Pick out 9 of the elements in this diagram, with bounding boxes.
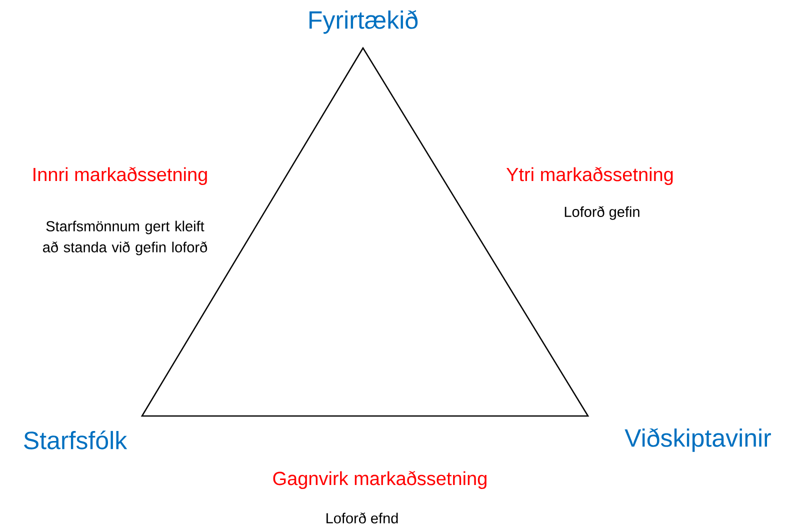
- corner-label: Starfsfólk: [24, 430, 128, 450]
- section-heading: Gagnvirk markaðssetning: [273, 471, 486, 489]
- section-heading: Ytri markaðssetning: [506, 167, 673, 185]
- corner-label: Fyrirtækið: [310, 10, 418, 34]
- note-text: Loforð efnd: [326, 512, 398, 524]
- note-text: Starfsmönnum gert kleift að standa við gefin loforð: [43, 220, 208, 256]
- corner-label: Viðskiptavinir: [624, 428, 771, 452]
- note-text: Loforð gefin: [564, 206, 640, 220]
- section-heading: Innri markaðssetning: [34, 167, 207, 185]
